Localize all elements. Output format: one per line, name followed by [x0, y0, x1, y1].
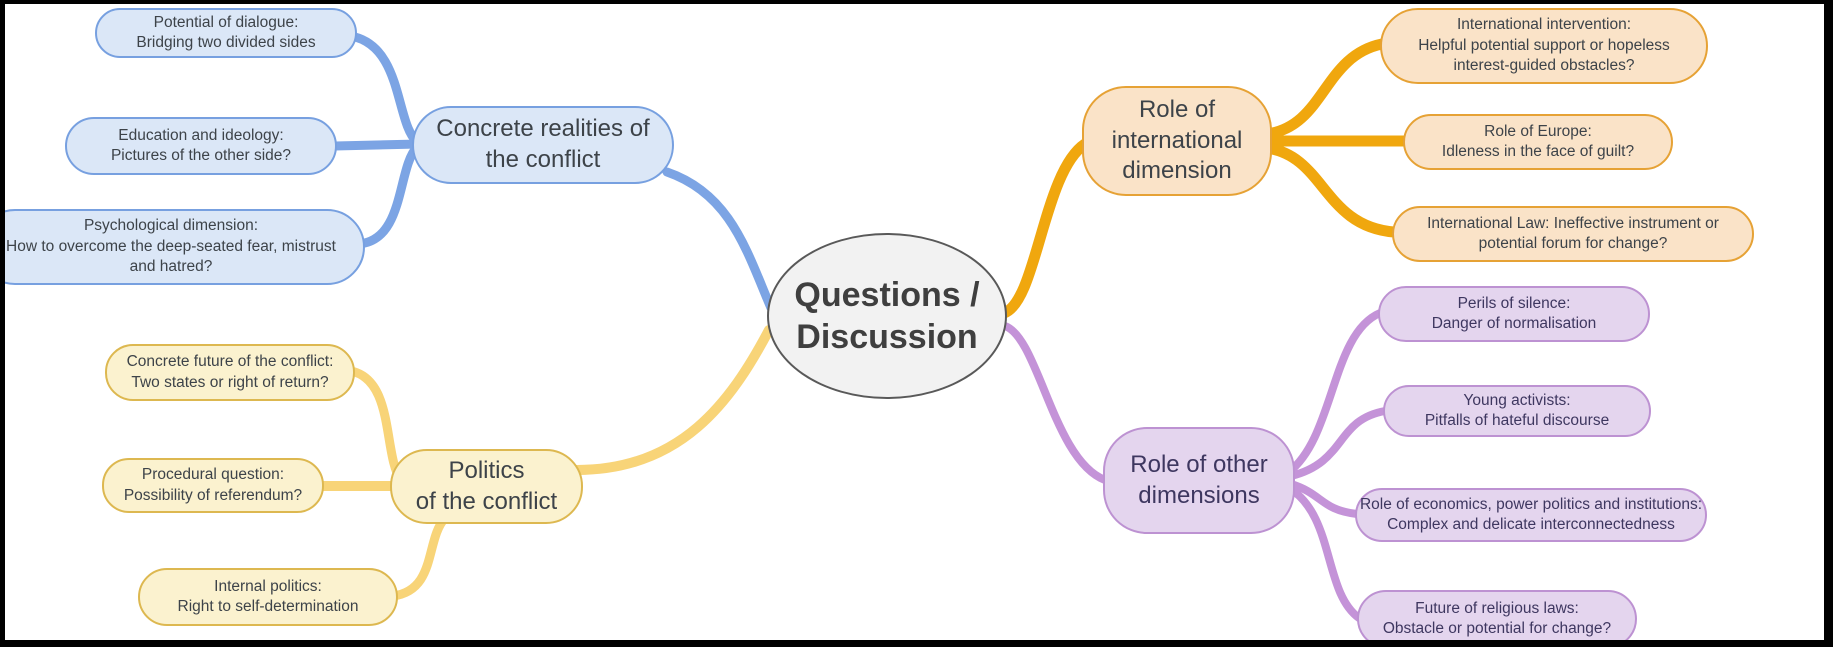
branch-node-role-of-international-dimension[interactable]: Role of international dimension: [1082, 86, 1272, 196]
connector-purple-child-2: [1287, 407, 1389, 480]
connector-purple-child-1: [1285, 309, 1384, 476]
center-node-text-line: Questions /: [794, 275, 980, 314]
branch-node-concrete-realities[interactable]: Concrete realities of the conflict: [412, 106, 674, 184]
leaf-node-concrete-future[interactable]: Concrete future of the conflict: Two sta…: [105, 344, 355, 401]
leaf-node-text-line: Concrete future of the conflict:: [126, 353, 334, 371]
leaf-node-text-line: Obstacle or potential for change?: [1382, 620, 1612, 637]
connector-blue-child-2: [330, 139, 424, 151]
leaf-node-education-and-ideology[interactable]: Education and ideology: Pictures of the …: [65, 117, 337, 175]
leaf-node-text-line: International intervention:: [1456, 16, 1632, 34]
leaf-node-perils-of-silence[interactable]: Perils of silence: Danger of normalisati…: [1378, 286, 1650, 342]
leaf-node-text-line: Right to self-determination: [177, 598, 359, 615]
connector-yellow-child-3: [388, 513, 450, 601]
leaf-node-text-line: Perils of silence:: [1457, 294, 1571, 312]
leaf-node-role-of-europe[interactable]: Role of Europe: Idleness in the face of …: [1403, 114, 1673, 170]
leaf-node-international-law[interactable]: International Law: Ineffective instrumen…: [1392, 206, 1754, 262]
leaf-node-text-line: How to overcome the deep-seated fear, mi…: [6, 237, 336, 255]
connector-lines: [315, 31, 1411, 622]
leaf-node-future-of-religious-laws[interactable]: Future of religious laws: Obstacle or po…: [1357, 590, 1637, 640]
leaf-node-potential-of-dialogue[interactable]: Potential of dialogue: Bridging two divi…: [95, 8, 357, 58]
branch-node-text-line: Politics: [448, 456, 525, 484]
branch-node-role-of-other-dimensions[interactable]: Role of other dimensions: [1103, 427, 1295, 534]
connector-orange-child-3: [1261, 142, 1400, 238]
connector-purple-trunk: [1001, 322, 1109, 484]
leaf-node-text-line: Pitfalls of hateful discourse: [1424, 412, 1610, 429]
connector-yellow-trunk: [572, 325, 774, 475]
connector-blue-trunk: [662, 167, 776, 313]
branch-node-text-line: dimension: [1122, 157, 1232, 185]
leaf-node-text-line: International Law: Ineffective instrumen…: [1427, 214, 1719, 232]
branch-node-text-line: Role of other: [1130, 450, 1268, 478]
connector-blue-child-1: [346, 31, 422, 147]
leaf-node-psychological-dimension[interactable]: Psychological dimension: How to overcome…: [5, 209, 365, 285]
leaf-node-international-intervention[interactable]: International intervention: Helpful pote…: [1380, 8, 1708, 84]
leaf-node-text-line: Psychological dimension:: [83, 217, 259, 235]
leaf-node-text-line: interest-guided obstacles?: [1453, 57, 1635, 75]
leaf-node-text-line: Two states or right of return?: [131, 373, 329, 391]
leaf-node-text-line: Danger of normalisation: [1431, 315, 1597, 332]
center-node-text-line: Discussion: [796, 318, 978, 356]
center-node-questions-discussion[interactable]: Questions / Discussion: [767, 233, 1007, 399]
leaf-node-text-line: Internal politics:: [214, 577, 322, 595]
connector-purple-child-4: [1285, 484, 1363, 622]
connector-yellow-child-1: [346, 366, 406, 485]
branch-node-text-line: Role of: [1138, 95, 1216, 123]
connector-orange-child-1: [1261, 38, 1388, 140]
leaf-node-text-line: Possibility of referendum?: [123, 486, 303, 504]
connector-orange-trunk: [998, 138, 1091, 319]
leaf-node-text-line: Complex and delicate interconnectedness: [1387, 516, 1675, 533]
leaf-node-text-line: Pictures of the other side?: [110, 147, 292, 164]
branch-node-text-line: Concrete realities of: [436, 115, 650, 143]
leaf-node-text-line: Role of economics, power politics and in…: [1359, 495, 1703, 513]
connector-blue-child-3: [354, 142, 422, 249]
leaf-node-text-line: potential forum for change?: [1478, 235, 1668, 252]
leaf-node-text-line: Helpful potential support or hopeless: [1418, 36, 1670, 54]
leaf-node-procedural-question[interactable]: Procedural question: Possibility of refe…: [102, 458, 324, 513]
leaf-node-text-line: Procedural question:: [141, 466, 285, 484]
leaf-node-young-activists[interactable]: Young activists: Pitfalls of hateful dis…: [1383, 385, 1651, 437]
branch-node-text-line: of the conflict: [415, 487, 558, 515]
leaf-node-internal-politics[interactable]: Internal politics: Right to self-determi…: [138, 568, 398, 626]
branch-node-politics-of-the-conflict[interactable]: Politics of the conflict: [390, 449, 583, 524]
leaf-node-text-line: Young activists:: [1463, 391, 1571, 409]
leaf-node-text-line: Potential of dialogue:: [153, 13, 299, 31]
leaf-node-text-line: Role of Europe:: [1484, 122, 1592, 140]
connector-purple-child-3: [1287, 480, 1361, 518]
branch-node-text-line: dimensions: [1138, 481, 1260, 509]
leaf-node-text-line: Future of religious laws:: [1415, 599, 1579, 617]
leaf-node-text-line: Bridging two divided sides: [136, 34, 316, 51]
leaf-node-text-line: Education and ideology:: [118, 126, 284, 144]
branch-node-text-line: the conflict: [485, 146, 601, 173]
leaf-node-text-line: Idleness in the face of guilt?: [1441, 143, 1635, 160]
leaf-node-text-line: and hatred?: [129, 258, 213, 276]
leaf-node-role-of-economics[interactable]: Role of economics, power politics and in…: [1355, 488, 1707, 542]
branch-node-text-line: international: [1111, 126, 1243, 154]
